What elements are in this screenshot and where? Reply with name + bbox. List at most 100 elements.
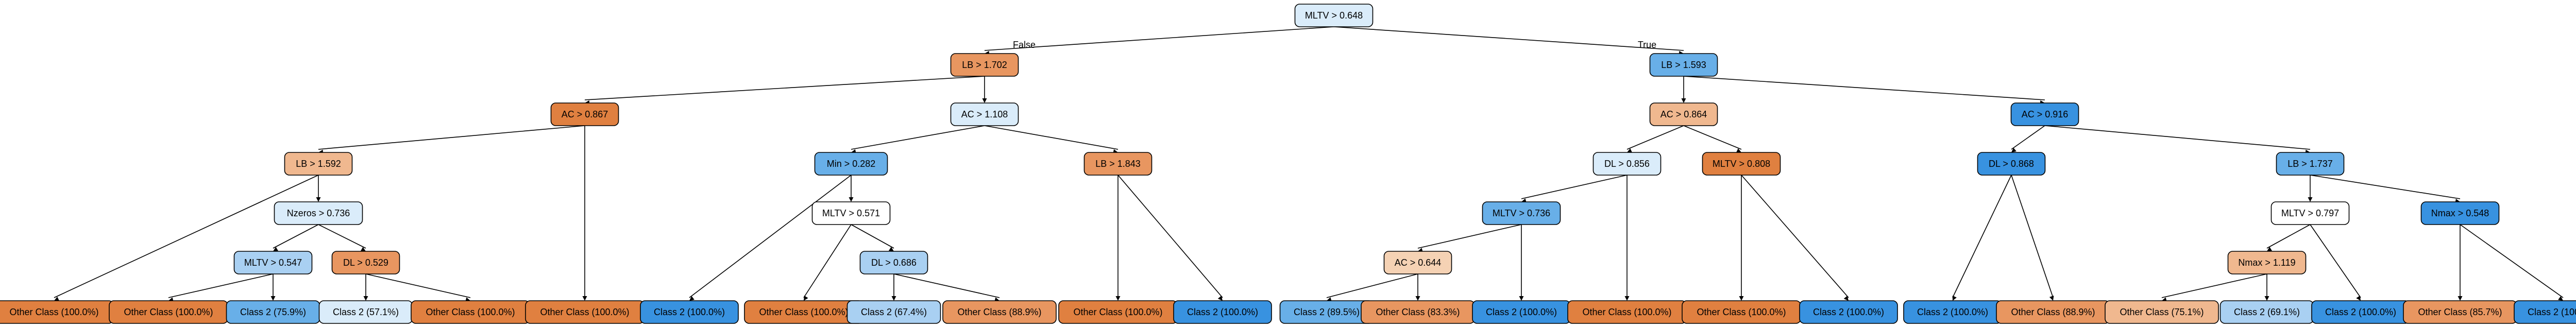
edge-n_dl0868-to-l20	[2011, 175, 2054, 298]
node-box	[274, 201, 363, 225]
leaf-node-l05: Other Class (100.0%)	[411, 300, 530, 324]
edge-n_dl0868-to-l19	[1952, 175, 2012, 298]
node-box	[1649, 53, 1718, 77]
node-label: MLTV > 0.547	[244, 257, 302, 268]
edge-n_ac1108-to-n_min0282	[851, 125, 985, 150]
edge-arrowhead-l18	[1843, 296, 1849, 301]
node-label: AC > 1.108	[961, 109, 1008, 119]
node-label: Class 2 (69.1%)	[2234, 307, 2300, 317]
edge-n_nmax0548-to-l25	[2460, 224, 2564, 298]
node-label: Class 2 (67.4%)	[861, 307, 927, 317]
node-label: Other Class (88.9%)	[2011, 307, 2095, 317]
node-label: DL > 0.686	[871, 257, 917, 268]
node-box	[811, 201, 891, 225]
true-branch-label: True	[1638, 40, 1656, 50]
node-label: Class 2 (100.0%)	[654, 307, 725, 317]
edge-arrowhead-n_dl0686	[888, 247, 894, 251]
node-label: Nmax > 1.119	[2238, 257, 2295, 268]
node-label: MLTV > 0.808	[1713, 159, 1770, 169]
leaf-node-l03: Class 2 (75.9%)	[226, 300, 320, 324]
edge-arrowhead-n_ac0864	[1681, 98, 1686, 103]
edge-n_ac0916-to-n_lb1737	[2044, 125, 2311, 150]
node-box	[1083, 152, 1153, 176]
node-label: Class 2 (100.0%)	[2325, 307, 2396, 317]
node-label: Other Class (100.0%)	[1073, 307, 1162, 317]
node-label: LB > 1.592	[296, 159, 341, 169]
edge-arrowhead-l16	[1624, 296, 1630, 301]
node-box	[950, 102, 1019, 126]
edge-arrowhead-l08	[804, 295, 808, 301]
edge-arrowhead-l25	[2558, 296, 2563, 301]
edge-n_mltv0736-to-n_ac0644	[1417, 224, 1522, 249]
node-box	[1702, 152, 1781, 176]
leaf-node-l18: Class 2 (100.0%)	[1799, 300, 1898, 324]
edge-n_dl0856-to-n_mltv0736	[1521, 175, 1628, 199]
node-label: LB > 1.737	[2287, 159, 2333, 169]
node-box	[1799, 300, 1898, 324]
edge-arrowhead-n_dl0529	[360, 247, 366, 251]
node-label: MLTV > 0.571	[822, 208, 880, 218]
node-box	[1649, 102, 1718, 126]
node-box	[2105, 300, 2219, 324]
edge-n_lb1593-to-n_ac0916	[1683, 76, 2045, 100]
leaf-node-l17: Other Class (100.0%)	[1682, 300, 1801, 324]
split-node-n_mltv0547: MLTV > 0.547	[233, 251, 313, 274]
edge-arrowhead-l09	[891, 296, 896, 301]
leaf-node-l14: Other Class (83.3%)	[1361, 300, 1475, 324]
split-node-n_mltv0736: MLTV > 0.736	[1482, 201, 1561, 225]
node-box	[814, 152, 888, 176]
edge-n_lb1737-to-n_nmax0548	[2310, 175, 2461, 199]
node-label: Nzeros > 0.736	[287, 208, 350, 218]
leaf-node-l25: Class 2 (100.0%)	[2514, 300, 2576, 324]
node-label: AC > 0.916	[2022, 109, 2069, 119]
node-label: Class 2 (89.5%)	[1294, 307, 1360, 317]
edge-n_mltv0547-to-l02	[168, 273, 274, 298]
leaf-node-l04: Class 2 (57.1%)	[318, 300, 413, 324]
node-label: MLTV > 0.648	[1305, 10, 1363, 21]
edge-arrowhead-l03	[270, 296, 276, 301]
node-box	[1592, 152, 1662, 176]
node-label: Other Class (100.0%)	[540, 307, 629, 317]
split-node-n_nmax0548: Nmax > 0.548	[2420, 201, 2500, 225]
leaf-node-l11: Other Class (100.0%)	[1058, 300, 1178, 324]
edge-root-to-n_lb1593	[1333, 26, 1684, 51]
leaf-node-l13: Class 2 (89.5%)	[1279, 300, 1374, 324]
split-node-n_dl0856: DL > 0.856	[1592, 152, 1662, 176]
edge-n_mltv0571-to-n_dl0686	[851, 224, 894, 249]
edge-arrowhead-l07	[689, 296, 694, 301]
node-label: Min > 0.282	[827, 159, 876, 169]
node-label: Nmax > 0.548	[2431, 208, 2489, 218]
edge-arrowhead-l12	[1217, 296, 1223, 301]
split-node-n_ac1108: AC > 1.108	[950, 102, 1019, 126]
split-node-n_mltv0571: MLTV > 0.571	[811, 201, 891, 225]
edge-arrowhead-l17	[1739, 296, 1744, 301]
edge-n_dl0529-to-l05	[365, 273, 471, 298]
node-label: AC > 0.644	[1395, 257, 1442, 268]
split-node-n_ac0644: AC > 0.644	[1383, 251, 1452, 274]
edge-arrowhead-n_mltv0797	[2308, 197, 2313, 202]
leaf-node-l12: Class 2 (100.0%)	[1173, 300, 1272, 324]
edge-n_ac0864-to-n_mltv0808	[1683, 125, 1742, 150]
edge-n_ac1108-to-n_lb1843	[984, 125, 1118, 150]
edge-n_mltv0571-to-l08	[803, 224, 852, 298]
node-box	[1977, 152, 2046, 176]
node-box	[2276, 152, 2345, 176]
edge-n_nzeros0736-to-n_dl0529	[318, 224, 366, 249]
node-box	[1294, 4, 1374, 27]
edge-arrowhead-l04	[363, 296, 368, 301]
node-box	[1383, 251, 1452, 274]
split-node-n_dl0868: DL > 0.868	[1977, 152, 2046, 176]
split-node-n_ac0916: AC > 0.916	[2010, 102, 2079, 126]
split-node-n_min0282: Min > 0.282	[814, 152, 888, 176]
edge-arrowhead-n_mltv0808	[1736, 148, 1741, 153]
edge-layer	[54, 26, 2564, 302]
split-node-n_dl0686: DL > 0.686	[859, 251, 928, 274]
leaf-node-l10: Other Class (88.9%)	[942, 300, 1057, 324]
edge-n_lb1592-to-l01	[54, 175, 319, 298]
split-node-n_ac0867: AC > 0.867	[550, 102, 619, 126]
edge-arrowhead-n_mltv0571	[849, 197, 854, 202]
node-label: Class 2 (100.0%)	[1187, 307, 1258, 317]
node-box	[640, 300, 739, 324]
